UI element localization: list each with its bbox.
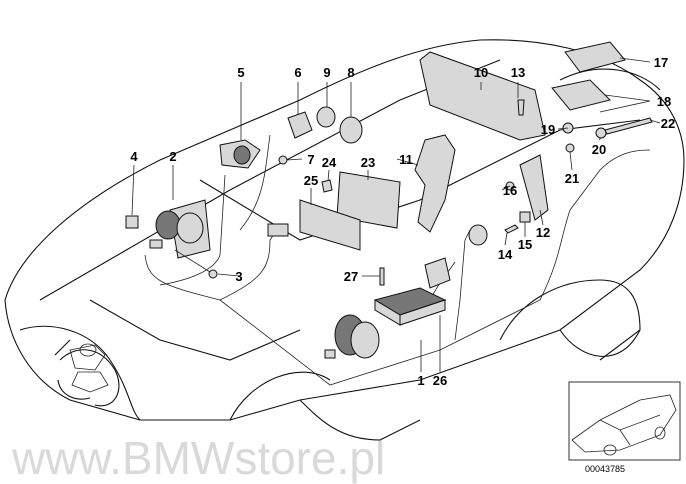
part-label-25: 25 <box>304 173 318 188</box>
leader-lines <box>131 57 661 372</box>
part-label-16: 16 <box>503 183 517 198</box>
part-label-8: 8 <box>347 65 354 80</box>
part-10-shelf <box>419 51 546 141</box>
part-label-7: 7 <box>307 152 314 167</box>
part-9-ring <box>316 106 336 128</box>
part-13-bolt <box>517 99 525 116</box>
part-label-5: 5 <box>237 65 244 80</box>
part-24-pin <box>321 179 333 193</box>
speaker-mount <box>424 257 451 289</box>
part-label-12: 12 <box>536 225 550 240</box>
watermark: www.BMWstore.pl <box>11 432 385 484</box>
part-22-strip <box>604 117 653 135</box>
part-17-module <box>564 41 626 73</box>
part-8-grille <box>339 116 363 144</box>
part-27-bolt <box>379 267 385 286</box>
part-3-screw <box>208 269 218 279</box>
part-11-duct <box>414 134 456 233</box>
part-label-19: 19 <box>541 122 555 137</box>
part-label-6: 6 <box>294 65 301 80</box>
part-7-screw <box>278 155 288 165</box>
part-label-17: 17 <box>654 55 668 70</box>
part-4-clip <box>125 215 139 229</box>
part-label-14: 14 <box>498 247 513 262</box>
part-label-20: 20 <box>592 142 606 157</box>
part-label-26: 26 <box>433 373 447 388</box>
part-23-pad <box>336 171 401 229</box>
part-label-23: 23 <box>361 155 375 170</box>
connector-box <box>267 223 289 237</box>
part-label-22: 22 <box>661 116 675 131</box>
thumbnail-frame <box>568 381 681 461</box>
part-20-nut <box>595 127 607 139</box>
parts <box>125 41 653 359</box>
part-25-holder <box>299 199 361 251</box>
thumbnail: 00043785 <box>568 381 681 474</box>
part-6-housing <box>287 111 313 139</box>
part-14-screw <box>504 224 519 234</box>
part-12-bracket <box>519 154 549 221</box>
part-15-clip <box>519 211 531 223</box>
part-label-15: 15 <box>518 237 532 252</box>
rear-tweeter <box>468 224 488 246</box>
part-label-24: 24 <box>322 155 337 170</box>
part-label-1: 1 <box>417 373 424 388</box>
connector <box>149 239 163 249</box>
part-label-13: 13 <box>511 65 525 80</box>
part-label-18: 18 <box>657 94 671 109</box>
part-label-4: 4 <box>130 149 138 164</box>
part-18-bracket <box>551 79 611 111</box>
part-label-2: 2 <box>169 149 176 164</box>
thumbnail-code: 00043785 <box>585 464 625 474</box>
part-label-21: 21 <box>565 171 579 186</box>
car-outline <box>4 39 685 441</box>
part-label-3: 3 <box>235 269 242 284</box>
part-label-10: 10 <box>474 65 488 80</box>
part-21-screw <box>565 143 575 153</box>
part-label-27: 27 <box>344 269 358 284</box>
part-label-11: 11 <box>399 152 413 167</box>
part-label-9: 9 <box>323 65 330 80</box>
